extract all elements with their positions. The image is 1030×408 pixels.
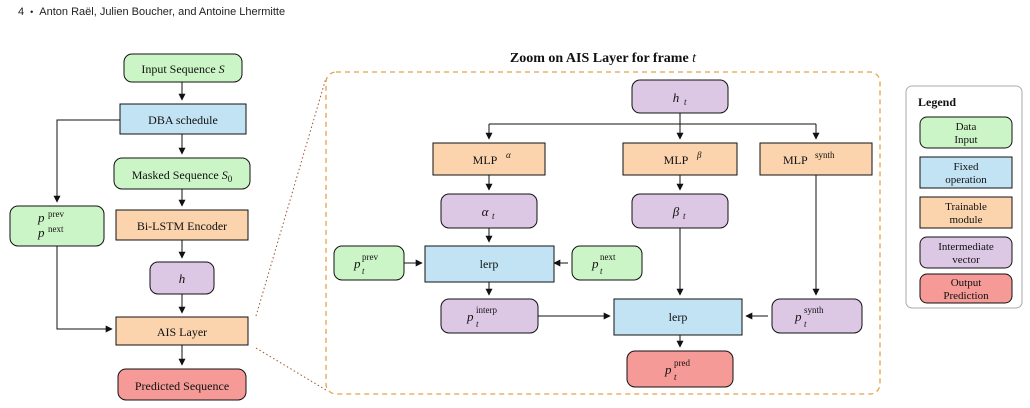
svg-text:synth: synth [804, 305, 824, 315]
input-sequence-node: Input Sequence S [123, 53, 243, 83]
svg-text:synth: synth [815, 150, 835, 160]
bilstm-encoder-node: Bi-LSTM Encoder [115, 209, 249, 241]
svg-text:pred: pred [674, 358, 690, 368]
bullet-separator: • [30, 7, 34, 17]
svg-text:t: t [683, 211, 686, 221]
legend-item-data-input: Data Input [919, 116, 1013, 149]
svg-text:module: module [950, 214, 983, 226]
edge-dba-to-pprevnext [53, 119, 120, 203]
alpha-t-node: α t [440, 193, 538, 229]
svg-text:Bi-LSTM Encoder: Bi-LSTM Encoder [137, 219, 227, 233]
beta-t-node: β t [631, 193, 729, 229]
svg-text:MLP: MLP [783, 153, 808, 167]
legend-item-intermediate-vector: Intermediate vector [919, 236, 1013, 269]
svg-text:Trainable: Trainable [945, 201, 987, 213]
svg-text:β: β [672, 204, 680, 219]
p-synth-t-node: p synth t [771, 298, 863, 334]
page-header: 4 • Anton Raël, Julien Boucher, and Anto… [18, 6, 285, 18]
svg-text:AIS Layer: AIS Layer [157, 325, 207, 339]
svg-text:MLP: MLP [664, 153, 689, 167]
svg-text:next: next [600, 252, 616, 262]
svg-text:vector: vector [952, 254, 980, 266]
svg-text:α: α [506, 150, 511, 160]
svg-text:t: t [684, 97, 687, 107]
svg-text:t: t [362, 266, 365, 276]
p-prev-next-node: p prev p next [9, 205, 105, 247]
p-pred-t-node: p pred t [626, 350, 734, 388]
ais-layer-node: AIS Layer [115, 316, 249, 346]
svg-text:Output: Output [951, 277, 982, 289]
svg-text:t: t [492, 211, 495, 221]
svg-text:p: p [794, 309, 802, 324]
svg-text:next: next [48, 224, 64, 234]
svg-text:t: t [804, 319, 807, 329]
svg-text:t: t [674, 372, 677, 382]
legend-item-fixed-operation: Fixed operation [919, 156, 1013, 189]
svg-text:p: p [37, 210, 45, 225]
authors: Anton Raël, Julien Boucher, and Antoine … [39, 6, 286, 18]
svg-text:p: p [664, 362, 672, 377]
p-next-t-node: p next t [571, 245, 643, 281]
svg-text:lerp: lerp [669, 310, 688, 324]
svg-text:DBA schedule: DBA schedule [148, 113, 218, 127]
page-number: 4 [18, 6, 25, 18]
edge-pprevnext-to-ais [56, 246, 113, 333]
lerp-alpha-node: lerp [424, 245, 555, 283]
predicted-sequence-node: Predicted Sequence [117, 368, 247, 401]
svg-text:Input: Input [954, 134, 977, 146]
h-vector-node: h [149, 261, 215, 295]
svg-text:h: h [673, 90, 680, 105]
svg-text:lerp: lerp [480, 257, 499, 271]
zoom-connector-bottom [255, 347, 327, 391]
svg-text:prev: prev [362, 252, 378, 262]
svg-text:operation: operation [945, 174, 987, 186]
lerp-beta-node: lerp [613, 298, 743, 336]
mlp-beta-node: MLP β [622, 142, 738, 176]
legend-title: Legend [918, 95, 956, 109]
zoom-panel: Zoom on AIS Layer for frame t h t MLP α [325, 51, 881, 395]
svg-text:Fixed: Fixed [953, 161, 979, 173]
svg-text:Masked Sequence S0: Masked Sequence S0 [132, 168, 233, 184]
svg-text:Predicted Sequence: Predicted Sequence [135, 379, 229, 393]
left-pipeline: Input Sequence S DBA schedule Masked Seq… [9, 53, 251, 401]
svg-text:Data: Data [956, 121, 977, 133]
svg-text:t: t [600, 266, 603, 276]
masked-sequence-node: Masked Sequence S0 [113, 157, 251, 190]
svg-text:α: α [482, 204, 490, 219]
zoom-border [325, 71, 881, 395]
ht-node: h t [631, 79, 729, 114]
legend: Legend Data Input Fixed operation Traina… [905, 85, 1023, 309]
p-prev-t-node: p prev t [333, 245, 405, 281]
svg-text:Prediction: Prediction [943, 290, 989, 302]
dba-schedule-node: DBA schedule [119, 103, 247, 135]
mlp-alpha-node: MLP α [432, 142, 546, 176]
legend-item-output-prediction: Output Prediction [919, 273, 1013, 304]
svg-text:prev: prev [48, 209, 64, 219]
svg-text:Input Sequence S: Input Sequence S [141, 62, 224, 76]
svg-text:p: p [591, 256, 599, 271]
svg-text:interp: interp [476, 305, 497, 315]
zoom-title: Zoom on AIS Layer for frame t [510, 51, 697, 66]
mlp-synth-node: MLP synth [759, 142, 873, 176]
svg-text:p: p [353, 256, 361, 271]
svg-text:p: p [37, 225, 45, 240]
svg-text:t: t [476, 319, 479, 329]
svg-text:MLP: MLP [473, 153, 498, 167]
legend-item-trainable-module: Trainable module [919, 196, 1013, 229]
svg-text:h: h [179, 271, 186, 286]
zoom-connector-top [255, 77, 327, 317]
svg-text:β: β [696, 150, 702, 160]
svg-text:p: p [466, 309, 474, 324]
svg-text:Intermediate: Intermediate [938, 241, 994, 253]
p-interp-t-node: p interp t [440, 298, 539, 334]
